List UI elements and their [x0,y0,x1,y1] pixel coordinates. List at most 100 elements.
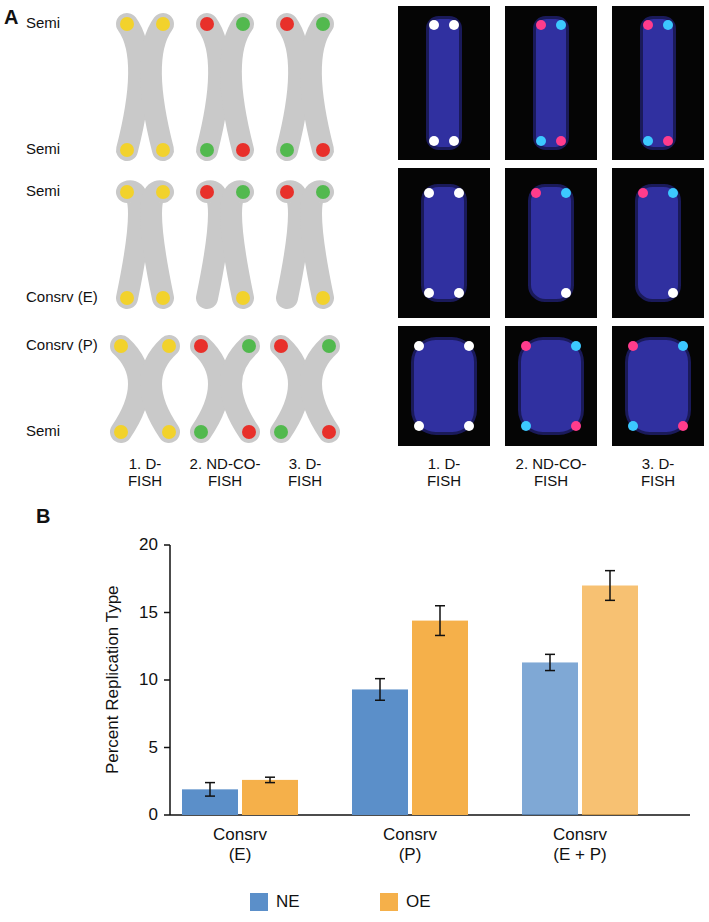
fish-signal [464,421,474,431]
row-label: Consrv (P) [26,336,98,353]
fish-signal [663,20,673,30]
telomere-dot [156,291,170,305]
fish-signal [536,20,546,30]
row-label: Consrv (E) [26,288,98,305]
micrograph-frame [612,168,704,318]
category-label: Consrv (P) [374,825,446,864]
chromosome-glow [421,184,467,302]
fish-signal [663,136,673,146]
fish-signal [429,136,439,146]
telomere-dot [114,339,128,353]
telomere-dot [114,425,128,439]
legend-text: OE [406,892,431,912]
micrograph-frame [505,326,597,446]
bar [412,621,468,815]
axis-title: Percent Replication Type [102,586,122,775]
error-cap [265,782,275,784]
telomere-dot [280,17,294,31]
telomere-dot [280,185,294,199]
chromatid [231,346,249,432]
telomere-dot [322,339,336,353]
tick-label: 0 [149,805,158,825]
telomere-dot [236,291,250,305]
chromosome-stain [531,187,571,299]
micrograph-frame [612,326,704,446]
telomere-dot [120,185,134,199]
chromosome-glow [518,337,584,435]
y-tick [164,679,170,681]
fish-signal [561,288,571,298]
row-label: Semi [26,422,60,439]
telomere-dot [274,425,288,439]
telomere-dot [316,185,330,199]
chromosome-glow [426,16,462,150]
error-cap [545,654,555,656]
error-bar [209,783,211,797]
bar [352,689,408,815]
chromatid [231,191,243,298]
tick-label: 10 [139,670,158,690]
error-bar [439,606,441,636]
telomere-dot [322,425,336,439]
fish-signal [556,20,566,30]
chromatid [151,346,169,432]
fish-signal [638,188,648,198]
error-cap [265,776,275,778]
micrograph-frame [612,6,704,160]
fish-signal [464,341,474,351]
telomere-dot [194,339,208,353]
fish-signal [414,341,424,351]
error-cap [545,670,555,672]
micrograph-frame [505,168,597,318]
error-cap [605,600,615,602]
chromatid [311,346,329,432]
chromosome-stain [536,19,566,147]
chromatid [151,191,163,298]
chromatid [311,24,323,150]
column-label: 2. ND-CO-FISH [510,455,592,490]
error-cap [435,635,445,637]
tick-label: 20 [139,535,158,555]
telomere-dot [194,425,208,439]
error-cap [375,700,385,702]
y-tick [164,814,170,816]
fish-signal [536,136,546,146]
column-label: 2. ND-CO-FISH [184,455,266,490]
bar [522,662,578,815]
fish-signal [449,20,459,30]
fish-signal [556,136,566,146]
chromatid [151,24,163,150]
row-label: Semi [26,140,60,157]
legend-text: NE [276,892,300,912]
error-cap [435,605,445,607]
telomere-dot [156,17,170,31]
telomere-dot [200,185,214,199]
micrograph-frame [398,6,490,160]
telomere-dot [162,339,176,353]
telomere-dot [316,143,330,157]
error-bar [549,654,551,670]
fish-signal [521,421,531,431]
panel-letter: A [4,6,18,29]
fish-signal [571,421,581,431]
telomere-dot [242,339,256,353]
chromosome-stain [638,187,678,299]
telomere-dot [316,17,330,31]
micrograph-frame [398,168,490,318]
tick-label: 15 [139,603,158,623]
legend-swatch [380,893,398,911]
telomere-dot [242,425,256,439]
y-tick [164,747,170,749]
chromatid [281,346,299,432]
chromatid [287,24,299,150]
row-label: Semi [26,14,60,31]
chromosome-glow [625,337,691,435]
telomere-dot [200,143,214,157]
telomere-dot [120,143,134,157]
chromosome-glow [640,16,676,150]
tick-label: 5 [149,738,158,758]
column-label: 3. D-FISH [274,455,336,490]
error-cap [605,570,615,572]
error-bar [609,571,611,601]
